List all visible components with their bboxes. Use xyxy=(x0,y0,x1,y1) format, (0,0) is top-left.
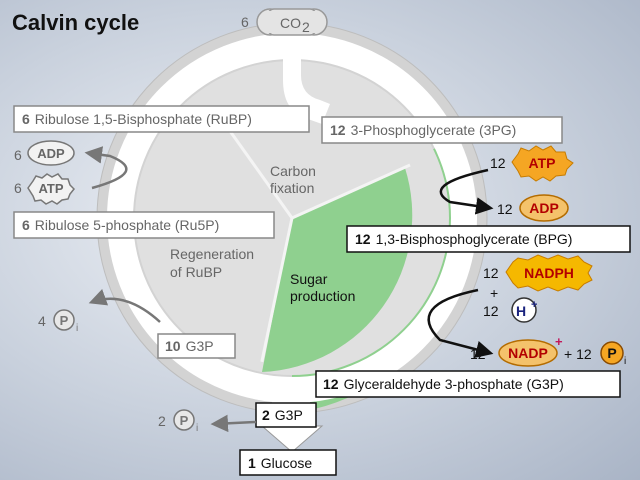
bpg-name: 1,3-Bisphosphoglycerate (BPG) xyxy=(376,231,573,247)
nadph-to-nadp-arrow xyxy=(427,288,494,358)
nadph-starburst: NADPH xyxy=(505,254,593,292)
h-ion-circle: H + xyxy=(511,297,537,323)
sugar-production-label-1: Sugar xyxy=(290,271,328,287)
g3p-10-count: 10 xyxy=(165,338,181,354)
regeneration-label-2: of RuBP xyxy=(170,264,222,280)
co2-label: CO xyxy=(280,15,301,31)
pi4-count: 4 xyxy=(38,313,46,329)
diagram-title: Calvin cycle xyxy=(12,10,139,35)
left-atp-label: ATP xyxy=(38,181,63,196)
g3p-2-box: 2 G3P xyxy=(255,402,317,428)
right-adp-count: 12 xyxy=(497,201,513,217)
glucose-name: Glucose xyxy=(261,455,313,471)
co2-entry-pipe xyxy=(283,22,330,124)
h-label: H xyxy=(516,303,526,319)
pi2-arrow xyxy=(210,414,257,433)
right-pi-label: P xyxy=(607,345,616,361)
bpg-count: 12 xyxy=(355,231,371,247)
nadph-count: 12 xyxy=(483,265,499,281)
glucose-box: 1 Glucose xyxy=(239,449,337,476)
ru5p-count: 6 xyxy=(22,217,30,233)
left-atp-count: 6 xyxy=(14,180,22,196)
nadp-badge: NADP + xyxy=(498,334,563,367)
pi2-circle: P i xyxy=(173,409,198,434)
pi4-label: P xyxy=(60,313,69,328)
ru5p-box: 6 Ribulose 5-phosphate (Ru5P) xyxy=(13,211,275,239)
g3p-2-count: 2 xyxy=(262,407,270,423)
co2-count: 6 xyxy=(241,14,249,30)
g3p-10-name: G3P xyxy=(186,338,214,354)
g3p-10-box: 10 G3P xyxy=(157,333,236,359)
g3p-2-name: G3P xyxy=(275,407,303,423)
right-adp-label: ADP xyxy=(529,200,559,216)
pi4-circle: P i xyxy=(53,309,78,334)
atp-to-adp-arrow xyxy=(84,146,128,190)
svg-text:123-Phosphoglycerate (3PG): 12 3-Phosphoglycerate (3PG) xyxy=(330,122,516,138)
g3p-12-name: Glyceraldehyde 3-phosphate (G3P) xyxy=(344,376,564,392)
co2-subscript: 2 xyxy=(302,19,310,35)
nadp-sup: + xyxy=(555,334,563,349)
sugar-sector xyxy=(262,168,413,372)
right-atp-label: ATP xyxy=(529,155,556,171)
atp-to-adp-right-arrow xyxy=(439,168,494,215)
glucose-arrow xyxy=(260,425,324,453)
h-sup: + xyxy=(531,299,537,311)
rubp-count: 6 xyxy=(22,111,30,127)
g3p-12-box: 12 Glyceraldehyde 3-phosphate (G3P) xyxy=(315,370,621,398)
bpg-box: 12 1,3-Bisphosphoglycerate (BPG) xyxy=(346,225,631,253)
glucose-count: 1 xyxy=(248,455,256,471)
regeneration-label-1: Regeneration xyxy=(170,246,254,262)
pi2-sub: i xyxy=(196,423,198,434)
carbon-fixation-label-2: fixation xyxy=(270,180,314,196)
svg-text:121,3-Bisphosphoglycerate (BPG: 12 1,3-Bisphosphoglycerate (BPG) xyxy=(355,231,572,247)
right-pi-circle: P i xyxy=(600,341,626,367)
left-adp-count: 6 xyxy=(14,147,22,163)
rubp-box: 6 Ribulose 1,5-Bisphosphate (RuBP) xyxy=(13,105,310,133)
nadp-count: 12 xyxy=(470,346,486,362)
rubp-name: Ribulose 1,5-Bisphosphate (RuBP) xyxy=(35,111,252,127)
right-atp-starburst: ATP xyxy=(511,145,574,182)
pi2-label: P xyxy=(180,413,189,428)
plus-12-text: + 12 xyxy=(564,346,592,362)
ru5p-name: Ribulose 5-phosphate (Ru5P) xyxy=(35,217,219,233)
sugar-production-label-2: production xyxy=(290,288,355,304)
h-count: 12 xyxy=(483,303,499,319)
nadph-label: NADPH xyxy=(524,265,574,281)
left-atp-starburst: ATP xyxy=(27,173,76,205)
right-pi-sub: i xyxy=(624,356,626,367)
nadp-label: NADP xyxy=(508,345,548,361)
3pg-name: 3-Phosphoglycerate (3PG) xyxy=(351,122,517,138)
carbon-fixation-label-1: Carbon xyxy=(270,163,316,179)
left-adp-label: ADP xyxy=(37,146,65,161)
right-adp-badge: ADP xyxy=(519,194,569,222)
left-adp-badge: ADP xyxy=(27,140,75,166)
pi4-sub: i xyxy=(76,323,78,334)
3pg-count: 12 xyxy=(330,122,346,138)
plus-sign: + xyxy=(490,285,498,301)
pi2-count: 2 xyxy=(158,413,166,429)
co2-molecule: CO 2 xyxy=(256,8,328,36)
g3p-12-count: 12 xyxy=(323,376,339,392)
3pg-box: 12 3-Phosphoglycerate (3PG) xyxy=(321,116,563,144)
right-atp-count: 12 xyxy=(490,155,506,171)
pi4-arrow xyxy=(88,288,161,323)
